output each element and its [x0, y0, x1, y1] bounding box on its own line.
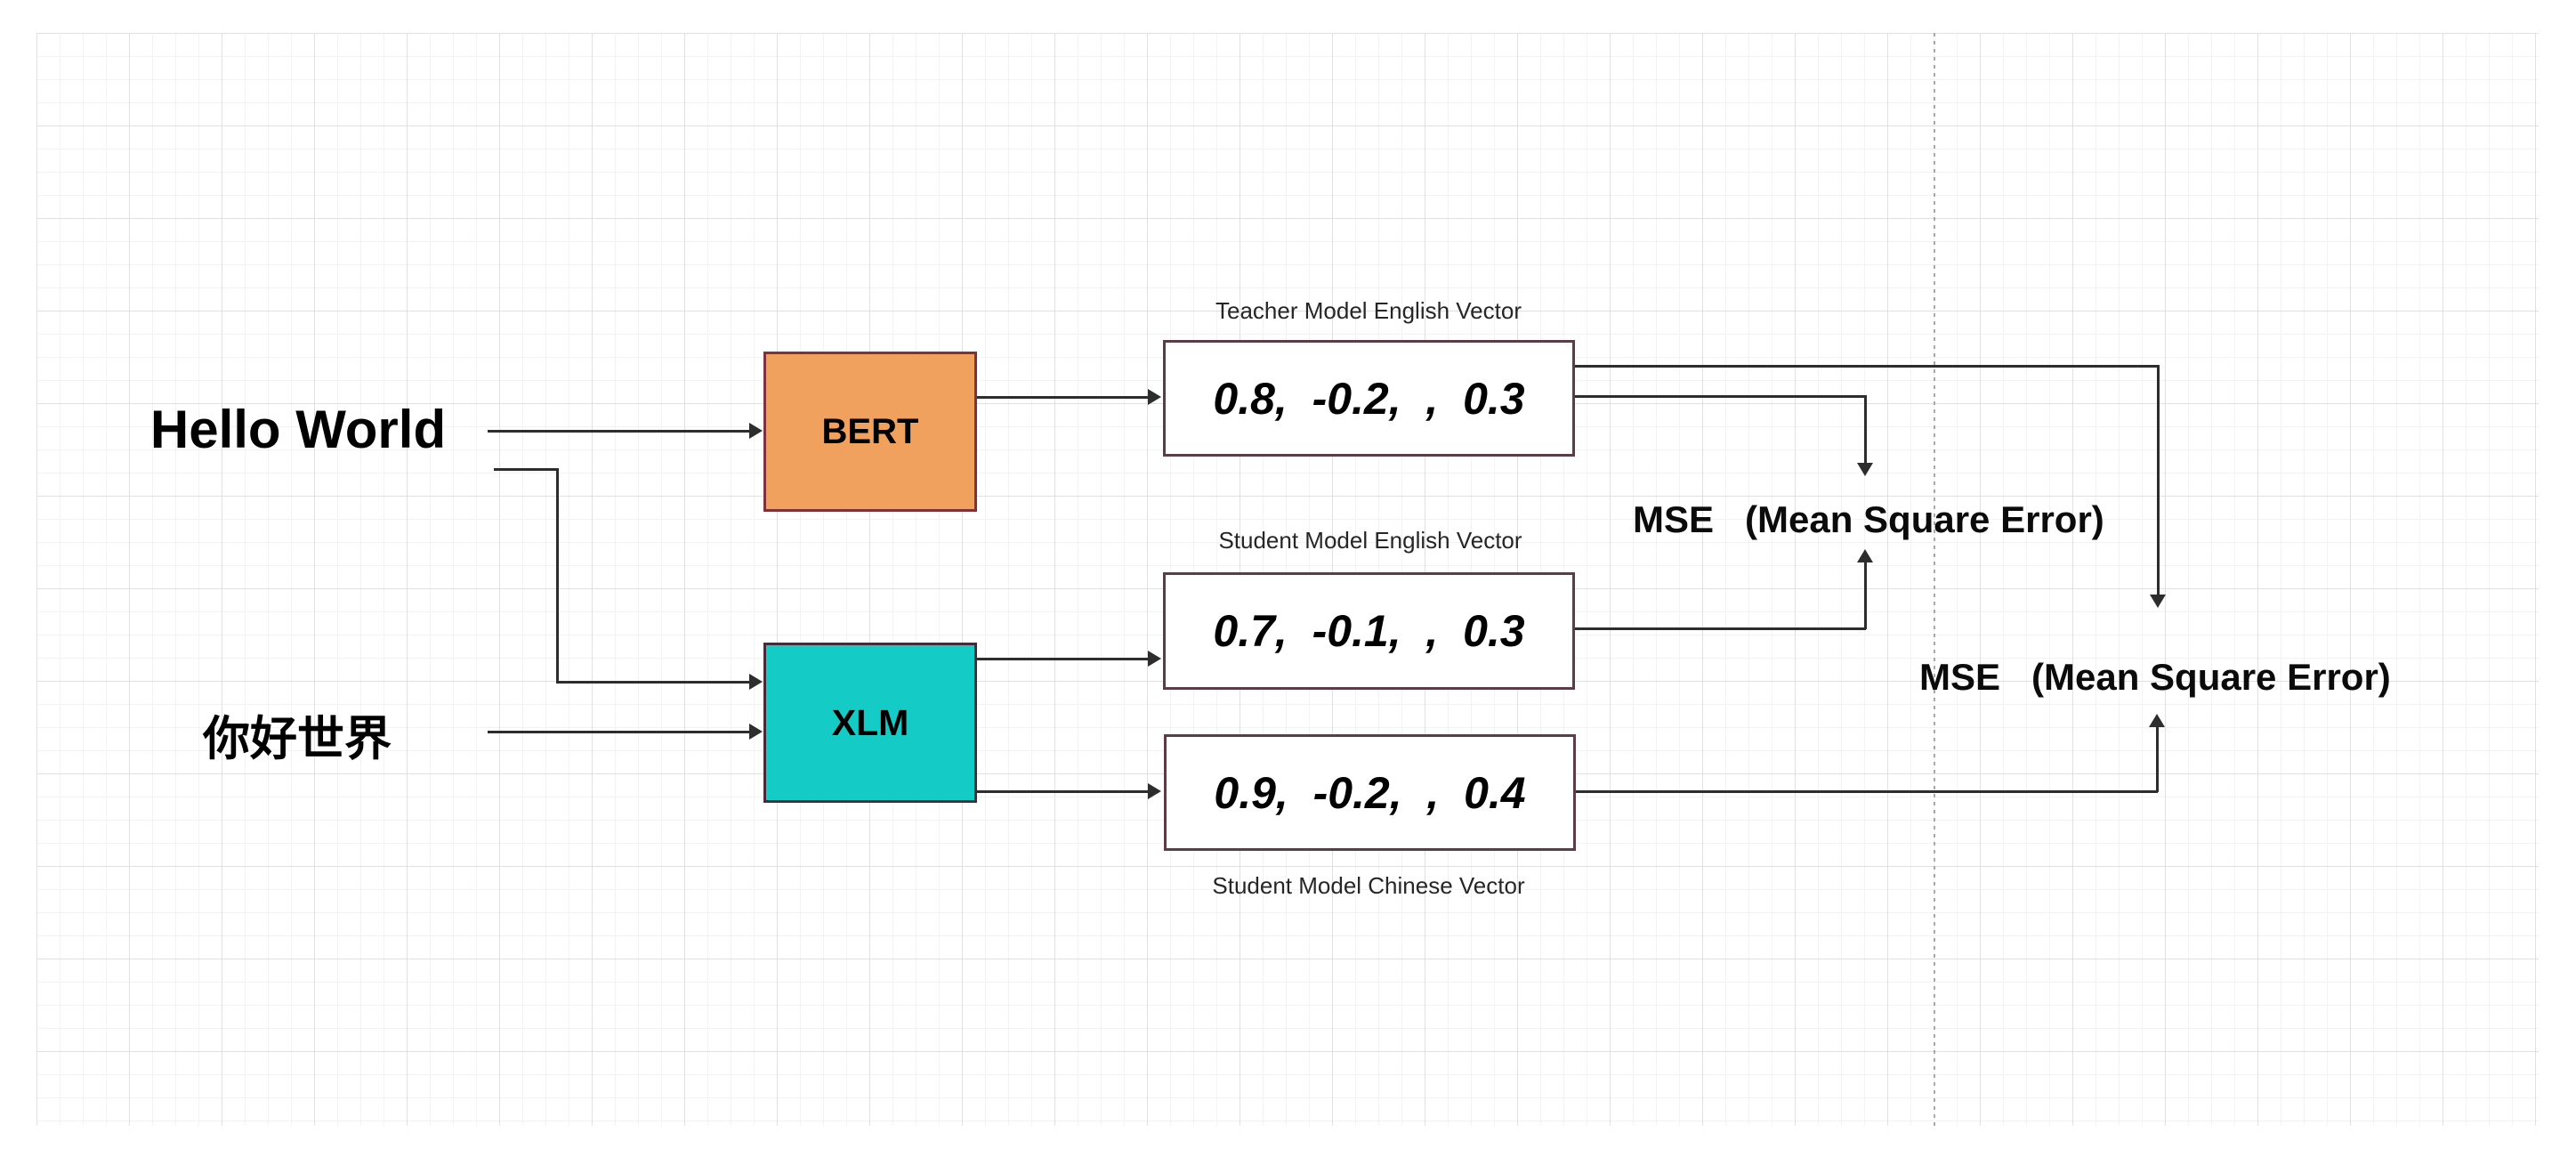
arrowhead-right-icon: [749, 724, 763, 740]
edge-segment: [488, 731, 749, 733]
edge-segment: [1576, 790, 2158, 793]
arrowhead-down-icon: [2150, 595, 2166, 608]
english-input-text[interactable]: Hello World: [149, 400, 447, 459]
edge-segment: [977, 658, 1148, 660]
arrowhead-right-icon: [1148, 783, 1161, 799]
arrowhead-down-icon: [1857, 463, 1873, 476]
arrowhead-up-icon: [2149, 714, 2165, 727]
edge-segment: [556, 468, 559, 684]
bert-model-label: BERT: [821, 411, 919, 451]
student-english-vector-value: 0.7, -0.1, , 0.3: [1213, 606, 1525, 656]
arrowhead-right-icon: [749, 423, 763, 439]
edge-segment: [2157, 365, 2160, 595]
student-chinese-vector-caption: Student Model Chinese Vector: [1212, 872, 1525, 899]
mse-english-label[interactable]: MSE (Mean Square Error): [1633, 498, 2104, 540]
edge-segment: [556, 681, 749, 684]
dashed-guide-line: [1934, 33, 1935, 1126]
edge-segment: [1864, 562, 1867, 629]
edge-segment: [488, 430, 749, 433]
edge-segment: [494, 468, 559, 471]
student-english-vector-caption: Student Model English Vector: [1218, 527, 1522, 554]
arrowhead-up-icon: [1857, 549, 1873, 562]
arrowhead-right-icon: [1148, 389, 1161, 405]
student-chinese-vector-value: 0.9, -0.2, , 0.4: [1214, 767, 1526, 818]
edge-segment: [977, 790, 1148, 793]
edge-segment: [1864, 395, 1867, 463]
teacher-english-vector-caption: Teacher Model English Vector: [1215, 297, 1522, 324]
edge-segment: [977, 396, 1148, 399]
student-chinese-vector-box[interactable]: 0.9, -0.2, , 0.4: [1164, 734, 1576, 851]
edge-segment: [1575, 365, 2159, 368]
arrowhead-right-icon: [1148, 651, 1161, 667]
bert-model-box[interactable]: BERT: [763, 352, 977, 512]
teacher-english-vector-box[interactable]: 0.8, -0.2, , 0.3: [1163, 340, 1575, 457]
xlm-model-label: XLM: [831, 701, 909, 743]
edge-segment: [1575, 627, 1866, 630]
student-english-vector-box[interactable]: 0.7, -0.1, , 0.3: [1163, 572, 1575, 690]
edge-segment: [1575, 395, 1866, 398]
teacher-english-vector-value: 0.8, -0.2, , 0.3: [1213, 373, 1525, 424]
xlm-model-box[interactable]: XLM: [763, 643, 977, 803]
edge-segment: [2156, 726, 2159, 792]
mse-chinese-label[interactable]: MSE (Mean Square Error): [1919, 656, 2391, 698]
chinese-input-text[interactable]: 你好世界: [203, 713, 392, 765]
arrowhead-right-icon: [749, 674, 763, 690]
